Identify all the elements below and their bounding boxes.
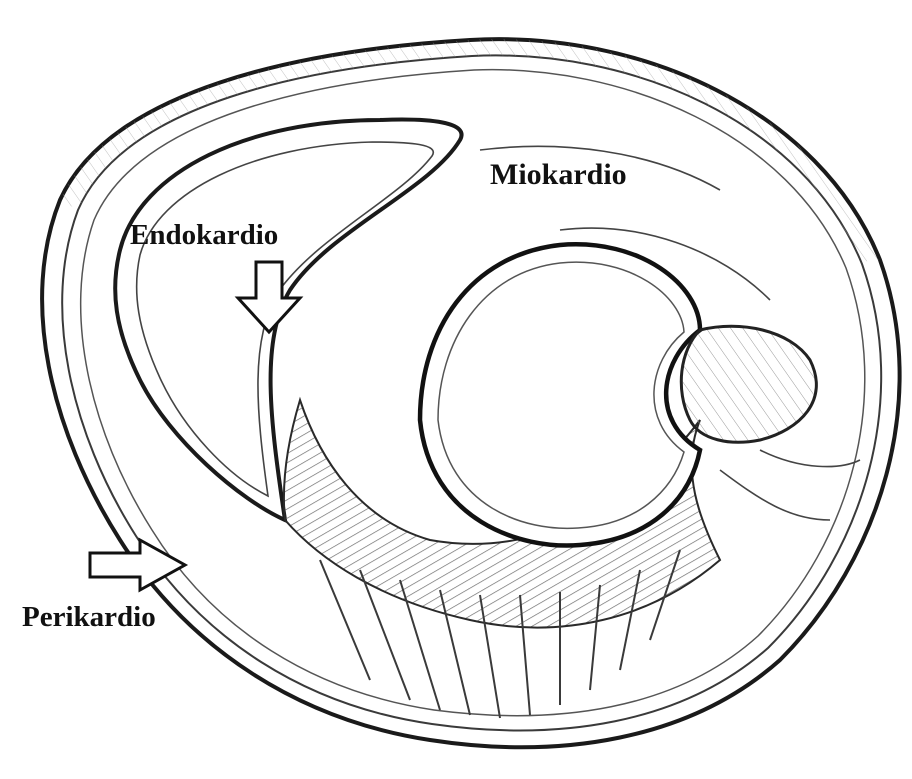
pericardium-label: Perikardio bbox=[22, 603, 156, 632]
endocardium-label: Endokardio bbox=[130, 221, 278, 250]
myocardium-label: Miokardio bbox=[490, 160, 627, 190]
papillary-muscle bbox=[681, 326, 816, 442]
left-ventricle bbox=[420, 244, 700, 545]
